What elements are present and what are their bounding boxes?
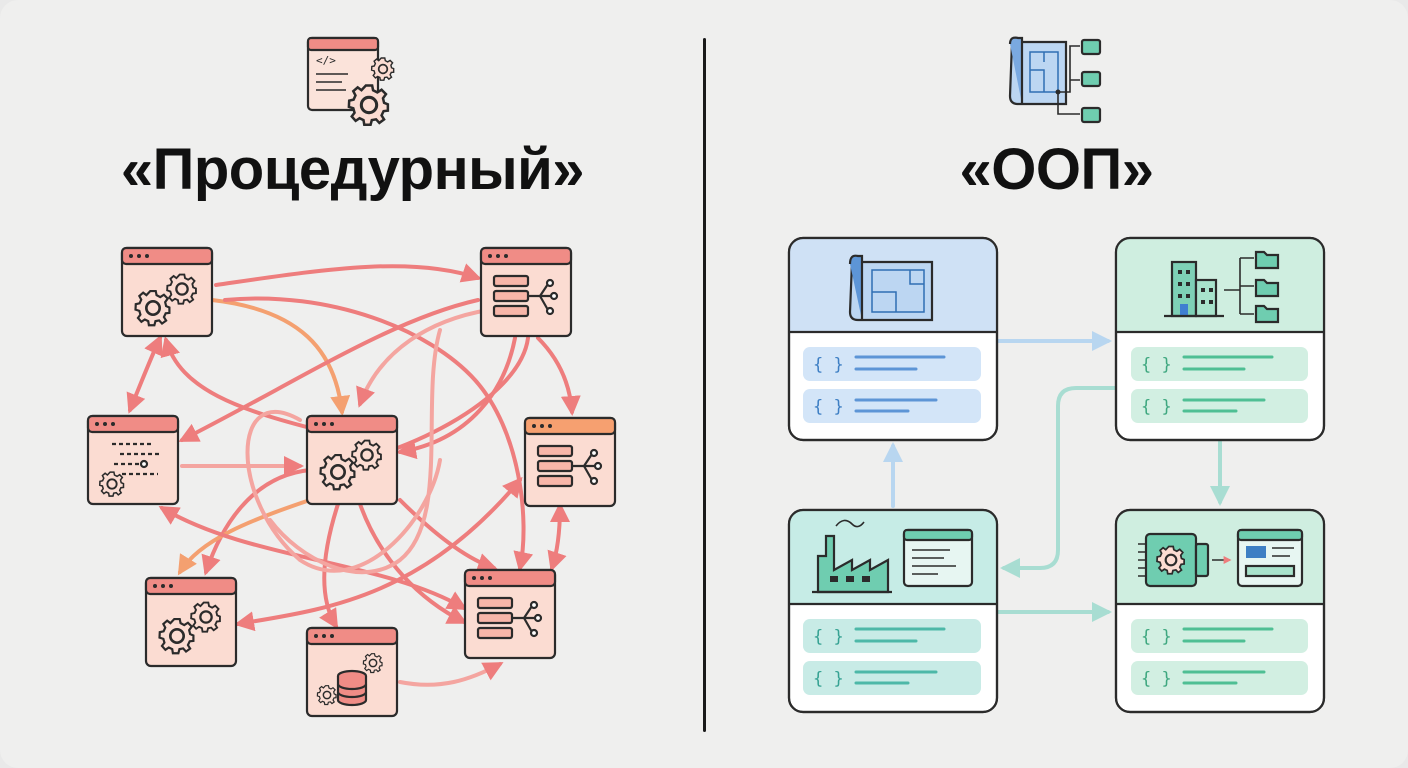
gear-icon bbox=[1155, 545, 1186, 575]
factory-icon bbox=[812, 519, 892, 594]
gear-icon bbox=[350, 439, 383, 471]
method-brace: { } bbox=[1141, 669, 1172, 689]
method-brace: { } bbox=[813, 397, 844, 417]
proc-window-8 bbox=[305, 626, 399, 718]
procedural-icon: </> bbox=[306, 36, 395, 127]
gear-icon bbox=[362, 652, 383, 674]
proc-window-3 bbox=[86, 414, 180, 506]
class-card-factory: { } { } bbox=[787, 508, 999, 714]
proc-window-4 bbox=[305, 414, 399, 506]
procedural-arrows bbox=[126, 263, 581, 687]
oop-icon bbox=[1008, 36, 1102, 124]
oop-title: «ООП» bbox=[959, 137, 1154, 202]
proc-window-7 bbox=[463, 568, 557, 660]
window-icon bbox=[1236, 528, 1304, 588]
class-card-building: { } { } bbox=[1114, 236, 1326, 442]
method-brace: { } bbox=[813, 627, 844, 647]
gear-icon bbox=[98, 471, 125, 497]
method-brace: { } bbox=[813, 355, 844, 375]
class-card-blueprint: { } { } bbox=[787, 236, 999, 442]
gear-icon bbox=[189, 601, 222, 633]
oop-arrows bbox=[883, 331, 1230, 622]
proc-window-1 bbox=[120, 246, 214, 338]
proc-window-6 bbox=[144, 576, 238, 668]
method-brace: { } bbox=[1141, 627, 1172, 647]
building-icon bbox=[1164, 260, 1224, 318]
procedural-title: «Процедурный» bbox=[120, 137, 585, 202]
svg-text:</>: </> bbox=[316, 54, 336, 67]
gear-icon bbox=[158, 617, 195, 655]
proc-window-5 bbox=[523, 416, 617, 508]
gear-icon bbox=[319, 453, 356, 491]
method-brace: { } bbox=[1141, 355, 1172, 375]
folder-tree-icon bbox=[1224, 250, 1280, 324]
window-icon bbox=[902, 528, 974, 588]
blueprint-icon bbox=[848, 254, 934, 322]
gear-icon bbox=[165, 273, 198, 305]
section-divider bbox=[703, 38, 706, 732]
gear-icon bbox=[316, 684, 337, 706]
class-card-processor: { } { } bbox=[1114, 508, 1326, 714]
processor-icon bbox=[1138, 532, 1210, 588]
method-brace: { } bbox=[813, 669, 844, 689]
method-brace: { } bbox=[1141, 397, 1172, 417]
database-icon bbox=[336, 669, 368, 707]
proc-window-2 bbox=[479, 246, 573, 338]
gear-icon bbox=[134, 289, 171, 327]
